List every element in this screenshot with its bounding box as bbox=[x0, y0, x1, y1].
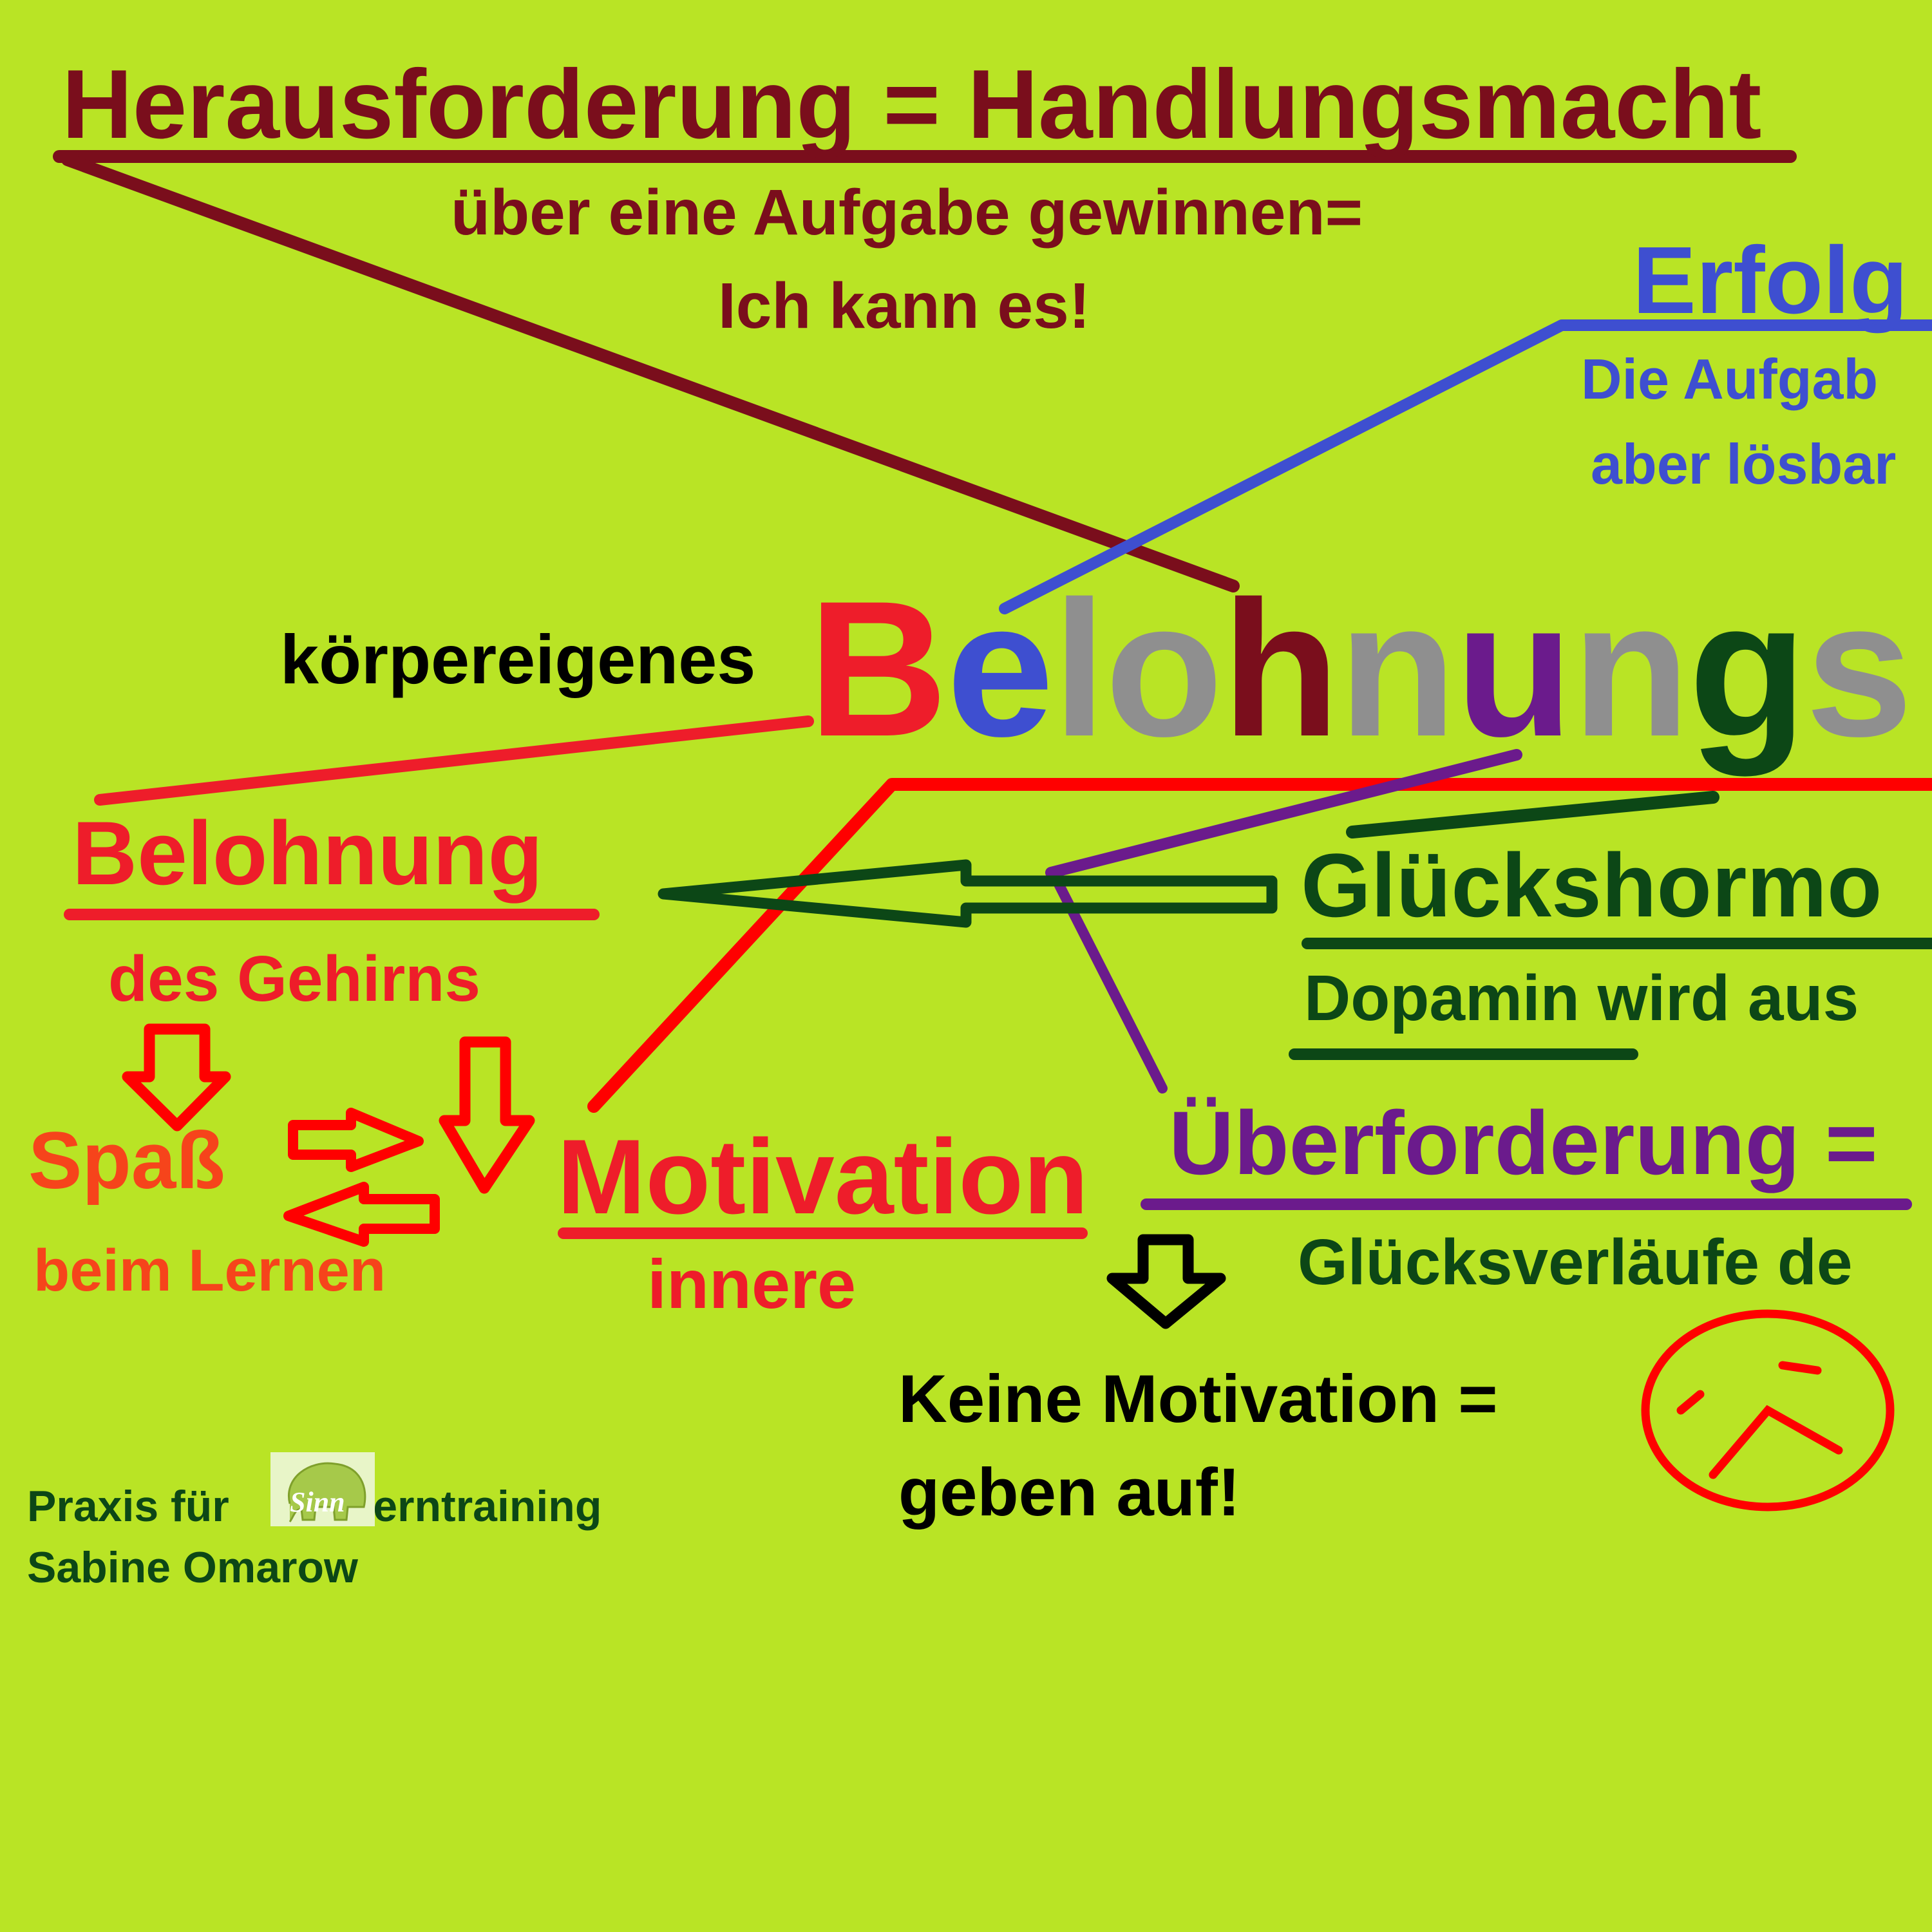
fun-title: Spaß bbox=[28, 1116, 225, 1206]
central-word-letter: g bbox=[1689, 560, 1806, 777]
central-word-letter: s bbox=[1805, 560, 1913, 777]
footer-line-1: Praxis für Lerntraining bbox=[27, 1484, 601, 1528]
central-word-letter: o bbox=[1104, 560, 1223, 777]
central-word: Belohnungs bbox=[808, 572, 1913, 765]
reward-sub: des Gehirns bbox=[108, 943, 480, 1015]
down-arrow-icon bbox=[122, 1023, 231, 1132]
right-arrow-icon bbox=[288, 1108, 424, 1172]
success-title: Erfolg bbox=[1633, 227, 1908, 334]
footer-line-1-after: Lerntraining bbox=[346, 1482, 602, 1531]
central-word-letter: e bbox=[946, 560, 1054, 777]
challenge-title: Herausforderung = Handlungsmacht bbox=[62, 50, 1762, 159]
purple-connector-u bbox=[1045, 749, 1522, 878]
title-connector bbox=[61, 153, 1240, 592]
sad-face-icon bbox=[1641, 1309, 1895, 1511]
down-arrow-icon bbox=[439, 1036, 535, 1194]
no-motivation-line-1: Keine Motivation = bbox=[898, 1361, 1498, 1437]
challenge-line-1: über eine Aufgabe gewinnen= bbox=[451, 176, 1363, 249]
fun-sub: beim Lernen bbox=[33, 1238, 386, 1303]
central-word-letter: h bbox=[1222, 560, 1340, 777]
reward-connector bbox=[94, 715, 814, 806]
success-line-2: aber lösbar bbox=[1591, 432, 1897, 496]
no-motivation-line-2: geben auf! bbox=[898, 1455, 1240, 1530]
central-word-letter: l bbox=[1052, 560, 1106, 777]
center-prefix: körpereigenes bbox=[280, 620, 756, 698]
success-connector bbox=[999, 319, 1932, 614]
happiness-sub: Dopamin wird aus bbox=[1304, 962, 1859, 1034]
motivation-title: Motivation bbox=[557, 1117, 1088, 1236]
overload-title: Überforderung = bbox=[1169, 1092, 1878, 1193]
elephant-logo: Sinn bbox=[270, 1452, 375, 1526]
central-word-letter: n bbox=[1338, 560, 1456, 777]
motivation-sub: innere bbox=[647, 1245, 857, 1323]
left-arrow-icon bbox=[283, 1182, 440, 1247]
reward-title: Belohnung bbox=[72, 802, 543, 904]
purple-connector-overload bbox=[1051, 874, 1168, 1094]
central-word-letter: u bbox=[1455, 560, 1573, 777]
down-arrow-icon bbox=[1106, 1234, 1226, 1329]
overload-sub: Glücksverläufe de bbox=[1298, 1226, 1853, 1298]
green-connector-g bbox=[1346, 791, 1719, 838]
motivation-connector bbox=[587, 778, 1932, 1113]
left-arrow-icon bbox=[658, 859, 1278, 928]
logo-text: Sinn bbox=[290, 1486, 345, 1518]
challenge-line-2: Ich kann es! bbox=[718, 270, 1090, 342]
footer-line-2: Sabine Omarow bbox=[27, 1543, 358, 1592]
happiness-title: Glückshormo bbox=[1301, 835, 1882, 936]
central-word-letter: n bbox=[1571, 560, 1690, 777]
footer-line-1-before: Praxis für bbox=[27, 1482, 229, 1531]
central-word-letter: B bbox=[808, 560, 948, 777]
success-line-1: Die Aufgab bbox=[1581, 347, 1879, 411]
